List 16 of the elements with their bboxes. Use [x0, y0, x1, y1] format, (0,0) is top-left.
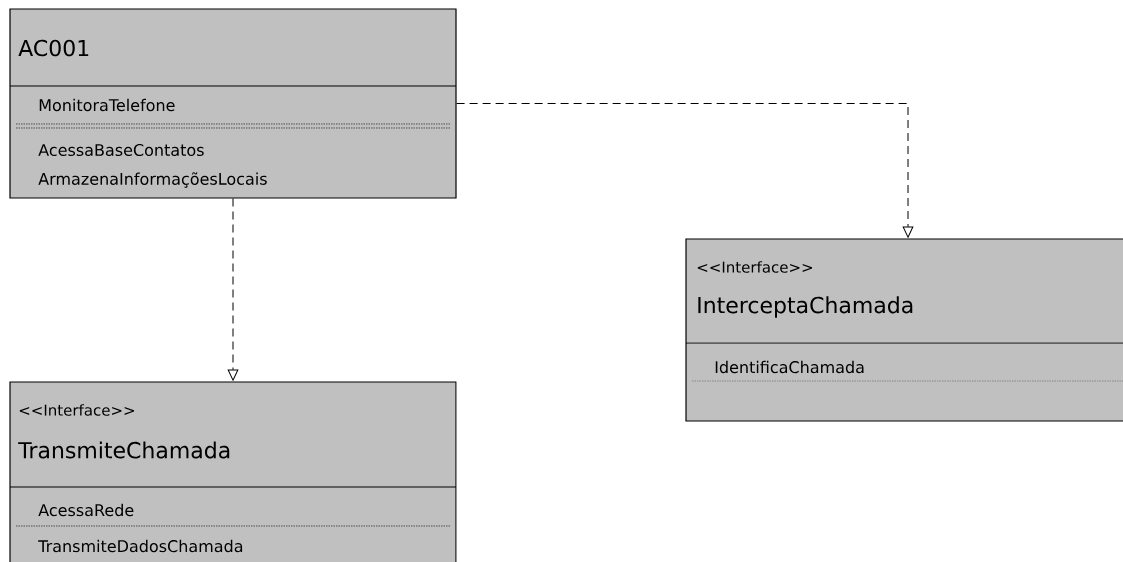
class-box [9, 8, 457, 199]
stereotype-label: <<Interface>> [19, 404, 135, 416]
operation-label: AcessaBaseContatos [38, 143, 204, 157]
class-box [9, 381, 457, 562]
operation-label: AcessaRede [38, 503, 134, 517]
stereotype-label: <<Interface>> [697, 261, 813, 273]
class-name: TransmiteChamada [18, 441, 230, 459]
class-name: InterceptaChamada [698, 296, 913, 318]
operation-label: IdentificaChamada [715, 360, 864, 374]
arrow [456, 103, 914, 238]
operation-label: MonitoraTelefone [39, 98, 175, 112]
arrow [227, 198, 239, 381]
operation-label: TransmiteDadosChamada [38, 539, 243, 553]
class-box [685, 238, 1123, 422]
class-name: AC001 [18, 39, 89, 57]
operation-label: ArmazenaInformaçõesLocais [38, 172, 267, 188]
